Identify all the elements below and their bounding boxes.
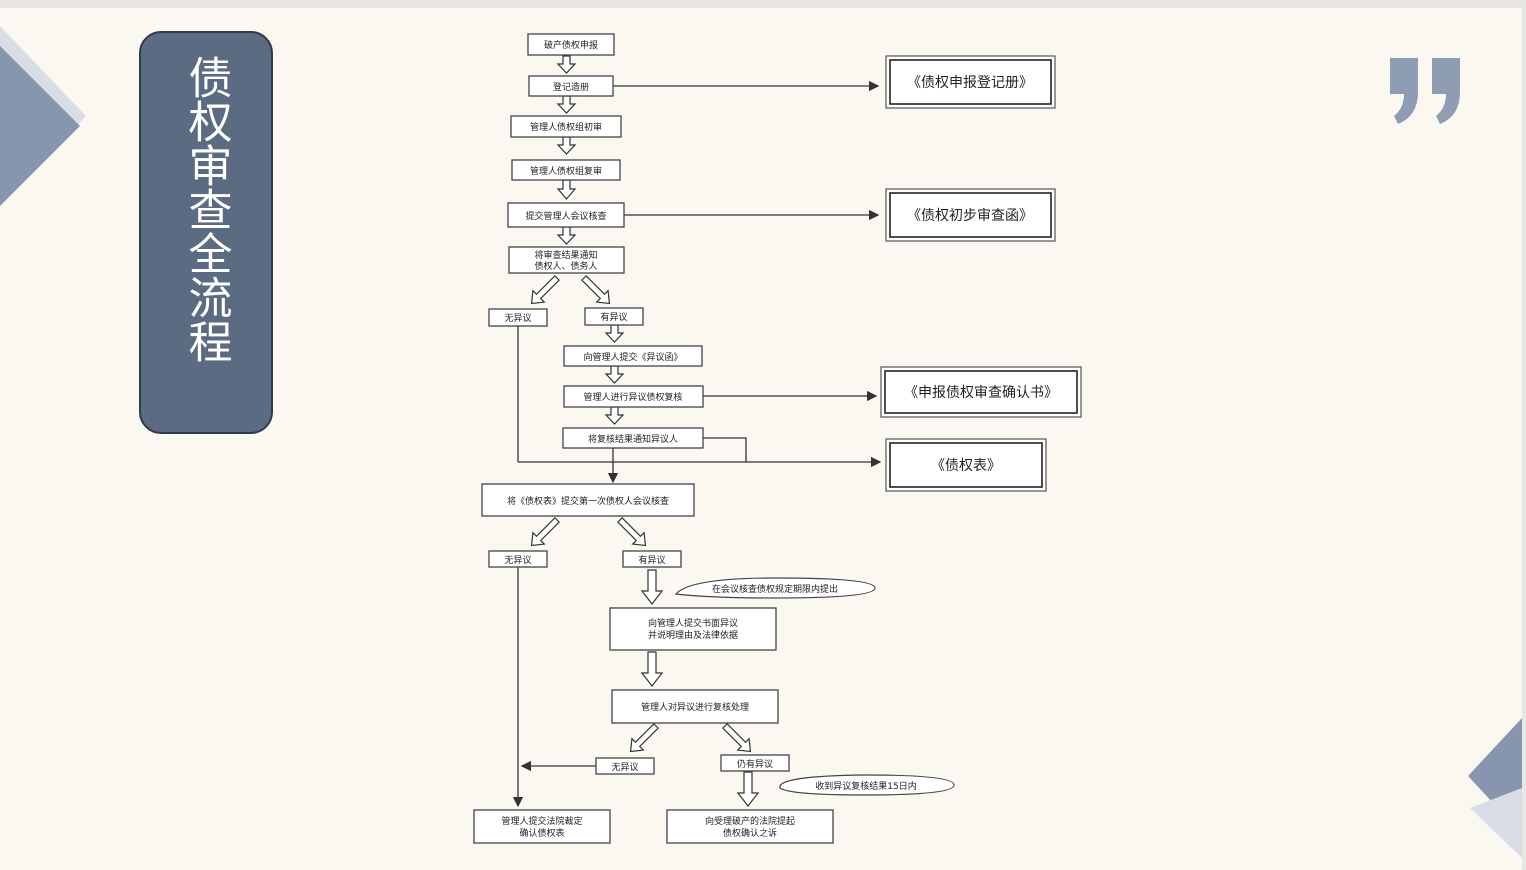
label-no-objection: 无异议 [488, 550, 548, 568]
svg-text:登记造册: 登记造册 [553, 81, 589, 93]
svg-text:无异议: 无异议 [611, 762, 638, 773]
svg-text:仍有异议: 仍有异议 [737, 758, 773, 770]
label-no-objection: 无异议 [488, 308, 548, 327]
svg-text:向受理破产的法院提起: 向受理破产的法院提起 [705, 815, 795, 827]
svg-text:确认债权表: 确认债权表 [519, 827, 564, 839]
step-submit-objection-letter: 向管理人提交《异议函》 [563, 345, 703, 367]
svg-text:向管理人提交《异议函》: 向管理人提交《异议函》 [583, 351, 682, 363]
svg-text:在会议核查债权规定期限内提出: 在会议核查债权规定期限内提出 [712, 583, 838, 595]
doc-initial-review-letter: 《债权初步审查函》 [885, 188, 1056, 242]
step-notify-results: 将审查结果通知 债权人、债务人 [508, 246, 625, 274]
svg-text:管理人提交法院裁定: 管理人提交法院裁定 [501, 815, 582, 827]
doc-review-confirmation: 《申报债权审查确认书》 [880, 366, 1082, 418]
svg-text:无异议: 无异议 [504, 555, 531, 566]
diagonal-arrow-icon [530, 275, 752, 753]
svg-text:将《债权表》提交第一次债权人会议核查: 将《债权表》提交第一次债权人会议核查 [507, 495, 669, 507]
svg-text:将审查结果通知: 将审查结果通知 [534, 249, 597, 261]
svg-text:向管理人提交书面异议: 向管理人提交书面异议 [648, 617, 738, 629]
label-has-objection: 有异议 [622, 550, 682, 568]
step-claim-confirmation-lawsuit: 向受理破产的法院提起 债权确认之诉 [666, 809, 834, 844]
step-bankruptcy-claim-filing: 破产债权申报 [527, 33, 615, 56]
svg-text:管理人对异议进行复核处理: 管理人对异议进行复核处理 [641, 701, 749, 713]
step-written-objection: 向管理人提交书面异议 并说明理由及法律依据 [609, 607, 777, 651]
svg-text:《债权表》: 《债权表》 [931, 458, 1001, 474]
label-has-objection: 有异议 [584, 307, 644, 326]
note-deadline: 在会议核查债权规定期限内提出 [674, 577, 876, 599]
svg-text:《债权申报登记册》: 《债权申报登记册》 [907, 75, 1033, 91]
label-no-objection: 无异议 [595, 757, 655, 775]
doc-claims-table: 《债权表》 [885, 438, 1047, 492]
svg-text:有异议: 有异议 [600, 311, 627, 323]
svg-text:《申报债权审查确认书》: 《申报债权审查确认书》 [904, 385, 1058, 401]
step-registration: 登记造册 [528, 75, 614, 97]
label-still-objection: 仍有异议 [720, 754, 790, 772]
triangle-decoration-icon [0, 26, 86, 206]
triangle-decoration-icon [1468, 718, 1522, 858]
note-15-days: 收到异议复核结果15日内 [779, 774, 955, 796]
step-initial-review: 管理人债权组初审 [510, 115, 622, 138]
title-panel: 债权审查全流程 [139, 31, 273, 434]
svg-text:无异议: 无异议 [504, 313, 531, 324]
svg-text:管理人债权组初审: 管理人债权组初审 [530, 121, 602, 133]
step-objection-recheck: 管理人进行异议债权复核 [563, 385, 704, 408]
svg-text:有异议: 有异议 [638, 554, 665, 566]
slide: 债权审查全流程 [0, 8, 1522, 870]
svg-text:债权确认之诉: 债权确认之诉 [723, 827, 777, 839]
page-title: 债权审查全流程 [180, 55, 232, 363]
svg-text:《债权初步审查函》: 《债权初步审查函》 [907, 207, 1033, 224]
svg-text:将复核结果通知异议人: 将复核结果通知异议人 [588, 433, 678, 445]
step-submit-meeting-review: 提交管理人会议核查 [507, 202, 625, 228]
svg-text:提交管理人会议核查: 提交管理人会议核查 [525, 210, 606, 222]
doc-claim-register: 《债权申报登记册》 [885, 55, 1056, 109]
connector-line [703, 437, 747, 462]
svg-text:管理人进行异议债权复核: 管理人进行异议债权复核 [583, 391, 682, 403]
svg-text:并说明理由及法律依据: 并说明理由及法律依据 [648, 629, 738, 641]
step-notify-objector: 将复核结果通知异议人 [562, 427, 704, 449]
step-second-review: 管理人债权组复审 [511, 159, 621, 181]
step-submit-claims-table: 将《债权表》提交第一次债权人会议核查 [481, 483, 695, 517]
step-court-confirm: 管理人提交法院裁定 确认债权表 [473, 809, 611, 844]
svg-text:收到异议复核结果15日内: 收到异议复核结果15日内 [815, 780, 916, 792]
svg-text:债权人、债务人: 债权人、债务人 [534, 260, 597, 272]
quote-mark-icon [1390, 58, 1460, 124]
down-arrow-icon [556, 55, 760, 807]
svg-text:管理人债权组复审: 管理人债权组复审 [530, 165, 602, 177]
svg-text:破产债权申报: 破产债权申报 [544, 39, 598, 51]
step-recheck-processing: 管理人对异议进行复核处理 [611, 689, 779, 724]
